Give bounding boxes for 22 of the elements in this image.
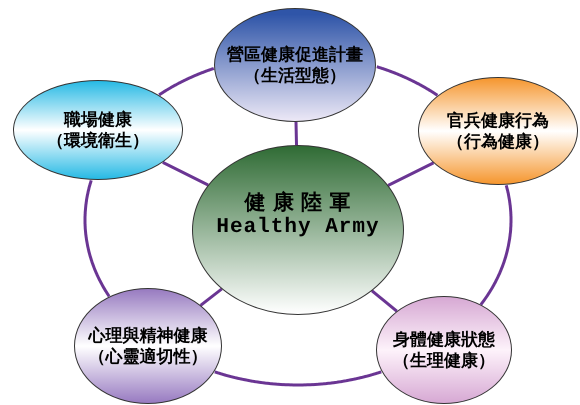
- ring-connector: [480, 184, 512, 306]
- spoke-line: [162, 161, 209, 186]
- node-title: 心理與精神健康: [88, 324, 208, 346]
- spoke-line: [371, 290, 398, 312]
- node-subtitle: Healthy Army: [216, 215, 380, 241]
- node-subtitle: （心靈適切性）: [88, 346, 208, 368]
- node-subtitle: （生活型態）: [244, 65, 346, 86]
- node-subtitle: （環境衛生）: [47, 130, 149, 152]
- node-title: 身體健康狀態: [393, 328, 495, 350]
- node-title: 健 康 陸 軍: [244, 188, 352, 215]
- node-subtitle: （生理健康）: [393, 350, 495, 372]
- node-title: 官兵健康行為: [447, 110, 549, 131]
- ring-connector: [376, 65, 438, 97]
- node-subtitle: （行為健康）: [447, 131, 549, 152]
- ring-connector: [214, 370, 382, 386]
- node-title: 職場健康: [64, 108, 132, 130]
- spoke-line: [294, 122, 298, 146]
- spoke-line: [388, 162, 434, 187]
- ring-connector: [158, 67, 214, 96]
- spoke-line: [200, 288, 223, 306]
- node-title: 營區健康促進計畫: [227, 44, 363, 65]
- ring-connector: [84, 180, 110, 298]
